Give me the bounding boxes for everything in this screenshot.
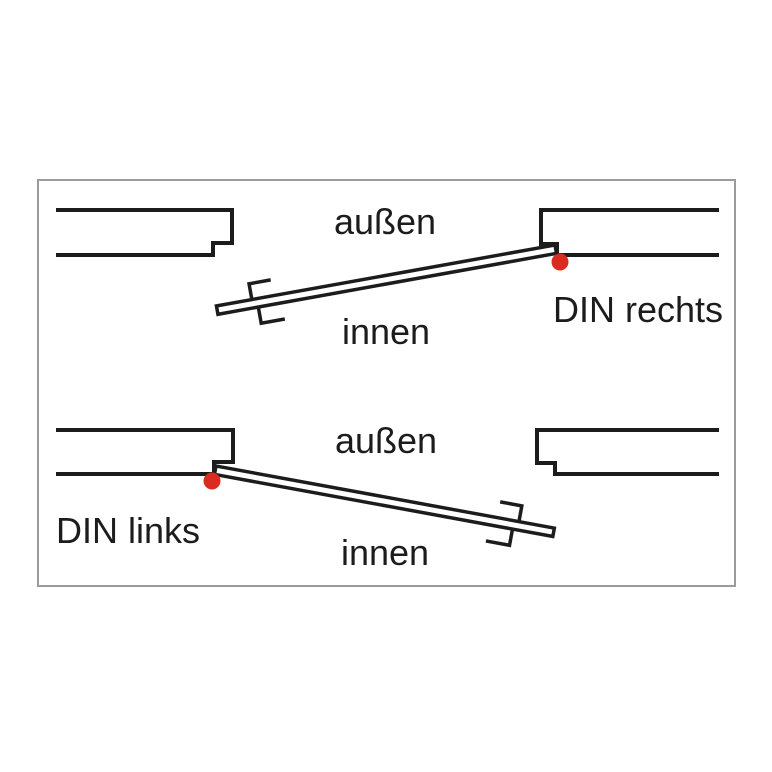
bottom-left-jamb — [56, 428, 235, 476]
din-links-label: DIN links — [56, 510, 200, 551]
top-door-leaf — [214, 242, 559, 317]
labels: außen innen DIN rechts außen innen DIN l… — [56, 201, 723, 573]
top-outside-label: außen — [334, 201, 436, 242]
top-left-jamb — [56, 208, 234, 257]
bottom-right-jamb — [535, 428, 719, 476]
bottom-outside-label: außen — [335, 420, 437, 461]
top-door-handle-outside-icon — [247, 278, 271, 300]
bottom-hinge-dot — [203, 472, 221, 490]
bottom-door-group — [212, 463, 557, 548]
top-door-handle-inside-icon — [256, 306, 286, 326]
bottom-door-handle-outside-icon — [499, 500, 524, 522]
linework — [56, 208, 719, 548]
diagram-frame — [37, 179, 736, 587]
bottom-door-leaf — [212, 463, 557, 539]
top-hinge-dot — [551, 253, 569, 271]
top-inside-label: innen — [342, 311, 430, 352]
top-right-jamb — [539, 208, 719, 257]
din-rechts-label: DIN rechts — [553, 289, 723, 330]
bottom-inside-label: innen — [341, 532, 429, 573]
bottom-door-handle-inside-icon — [485, 528, 515, 548]
top-door-group — [214, 242, 559, 326]
